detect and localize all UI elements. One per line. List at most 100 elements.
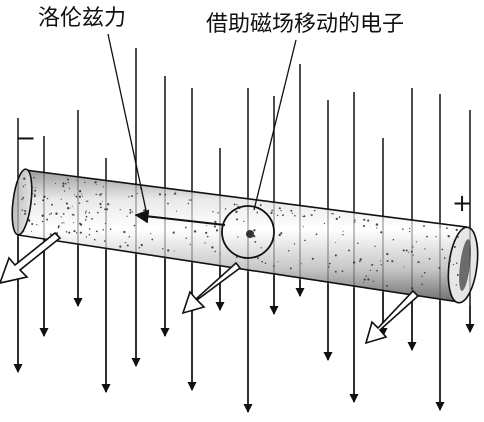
speckle-dot bbox=[131, 211, 134, 213]
speckle-dot bbox=[386, 259, 389, 262]
speckle-dot bbox=[75, 195, 78, 198]
speckle-dot bbox=[99, 206, 102, 209]
speckle-dot bbox=[36, 224, 38, 226]
speckle-dot bbox=[391, 260, 394, 263]
speckle-dot bbox=[334, 254, 337, 257]
speckle-dot bbox=[95, 193, 97, 196]
speckle-dot bbox=[85, 236, 88, 238]
speckle-dot bbox=[62, 213, 65, 215]
speckle-dot bbox=[441, 248, 444, 251]
speckle-dot bbox=[217, 212, 219, 214]
speckle-dot bbox=[33, 203, 36, 206]
speckle-dot bbox=[335, 217, 338, 221]
speckle-dot bbox=[408, 251, 410, 253]
speckle-dot bbox=[385, 284, 388, 287]
speckle-dot bbox=[452, 263, 455, 266]
speckle-dot bbox=[95, 230, 98, 233]
speckle-dot bbox=[311, 214, 313, 216]
speckle-dot bbox=[300, 263, 303, 265]
speckle-dot bbox=[374, 245, 376, 247]
speckle-dot bbox=[294, 215, 296, 217]
electron-dot bbox=[246, 230, 254, 238]
speckle-dot bbox=[167, 249, 170, 252]
speckle-dot bbox=[103, 240, 106, 242]
speckle-dot bbox=[188, 199, 190, 201]
speckle-dot bbox=[243, 220, 245, 223]
speckle-dot bbox=[290, 209, 293, 212]
speckle-dot bbox=[426, 235, 428, 238]
speckle-dot bbox=[237, 236, 239, 238]
speckle-dot bbox=[66, 178, 70, 181]
speckle-dot bbox=[362, 282, 365, 284]
speckle-dot bbox=[421, 275, 423, 277]
speckle-dot bbox=[235, 210, 238, 213]
speckle-dot bbox=[55, 212, 58, 215]
speckle-dot bbox=[48, 213, 51, 216]
speckle-dot bbox=[331, 212, 333, 215]
speckle-dot bbox=[33, 195, 36, 198]
speckle-dot bbox=[63, 222, 65, 224]
speckle-dot bbox=[362, 224, 366, 228]
speckle-dot bbox=[30, 196, 32, 199]
speckle-dot bbox=[392, 238, 395, 241]
magnetic-field-lines-front bbox=[13, 169, 475, 413]
speckle-dot bbox=[138, 246, 141, 249]
current-arrow-middle bbox=[181, 261, 242, 315]
speckle-dot bbox=[236, 218, 238, 221]
speckle-dot bbox=[24, 209, 27, 213]
speckle-dot bbox=[408, 230, 411, 233]
speckle-dot bbox=[57, 225, 60, 228]
speckle-dot bbox=[379, 260, 381, 262]
speckle-dot bbox=[175, 210, 177, 212]
speckle-dot bbox=[57, 226, 60, 229]
speckle-dot bbox=[448, 260, 452, 263]
speckle-dot bbox=[376, 227, 378, 229]
speckle-dot bbox=[91, 218, 93, 220]
speckle-dot bbox=[75, 232, 78, 234]
speckle-dot bbox=[211, 246, 214, 249]
speckle-dot bbox=[130, 195, 133, 198]
speckle-dot bbox=[456, 274, 459, 276]
speckle-dot bbox=[342, 230, 344, 232]
speckle-dot bbox=[184, 226, 187, 229]
speckle-dot bbox=[81, 193, 83, 195]
speckle-dot bbox=[189, 243, 191, 246]
speckle-dot bbox=[304, 239, 306, 242]
speckle-dot bbox=[65, 182, 67, 185]
speckle-dot bbox=[334, 270, 337, 273]
speckle-dot bbox=[162, 248, 164, 250]
speckle-dot bbox=[224, 208, 227, 210]
speckle-dot bbox=[22, 196, 25, 199]
speckle-dot bbox=[124, 241, 127, 244]
speckle-dot bbox=[193, 230, 197, 233]
speckle-dot bbox=[84, 212, 87, 214]
speckle-dot bbox=[78, 190, 82, 193]
speckle-dot bbox=[85, 210, 87, 212]
speckle-dot bbox=[380, 231, 383, 234]
speckle-dot bbox=[109, 228, 112, 231]
speckle-dot bbox=[50, 212, 52, 215]
speckle-dot bbox=[205, 231, 208, 234]
speckle-dot bbox=[280, 209, 282, 212]
speckle-dot bbox=[236, 203, 238, 206]
speckle-dot bbox=[367, 219, 370, 222]
speckle-dot bbox=[128, 236, 131, 238]
speckle-dot bbox=[84, 181, 86, 183]
speckle-dot bbox=[96, 211, 99, 214]
speckle-dot bbox=[107, 203, 110, 206]
speckle-dot bbox=[363, 218, 366, 221]
speckle-dot bbox=[278, 233, 281, 237]
speckle-dot bbox=[62, 182, 65, 185]
speckle-dot bbox=[302, 216, 304, 218]
speckle-dot bbox=[46, 218, 49, 221]
speckle-dot bbox=[455, 284, 457, 286]
speckle-dot bbox=[338, 216, 341, 218]
speckle-dot bbox=[88, 228, 91, 230]
speckle-dot bbox=[424, 248, 426, 250]
speckle-dot bbox=[214, 250, 216, 253]
speckle-dot bbox=[289, 267, 292, 270]
speckle-dot bbox=[94, 181, 97, 184]
electron-highlight bbox=[221, 205, 275, 259]
speckle-dot bbox=[88, 211, 91, 214]
